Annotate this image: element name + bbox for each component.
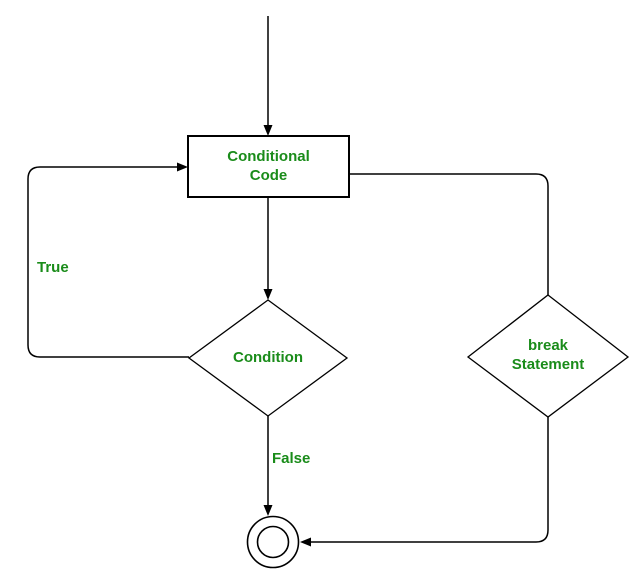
- break-statement-diamond: [466, 294, 630, 418]
- condition-diamond: [187, 299, 349, 417]
- arrowhead-into-end-right: [300, 537, 311, 547]
- arrowhead-into-conditional-code-left: [177, 162, 188, 172]
- arrowhead-into-condition-top: [263, 289, 273, 300]
- arrowhead-into-conditional-code-top: [263, 125, 273, 136]
- edge-break-statement-to-end: [310, 417, 549, 543]
- edge-conditional-code-to-break-statement: [349, 173, 549, 295]
- end-terminator-inner-circle: [256, 525, 290, 559]
- edge-true-loop: [27, 166, 189, 358]
- conditional-code-box: [187, 135, 350, 198]
- arrowhead-into-end-top: [263, 505, 273, 516]
